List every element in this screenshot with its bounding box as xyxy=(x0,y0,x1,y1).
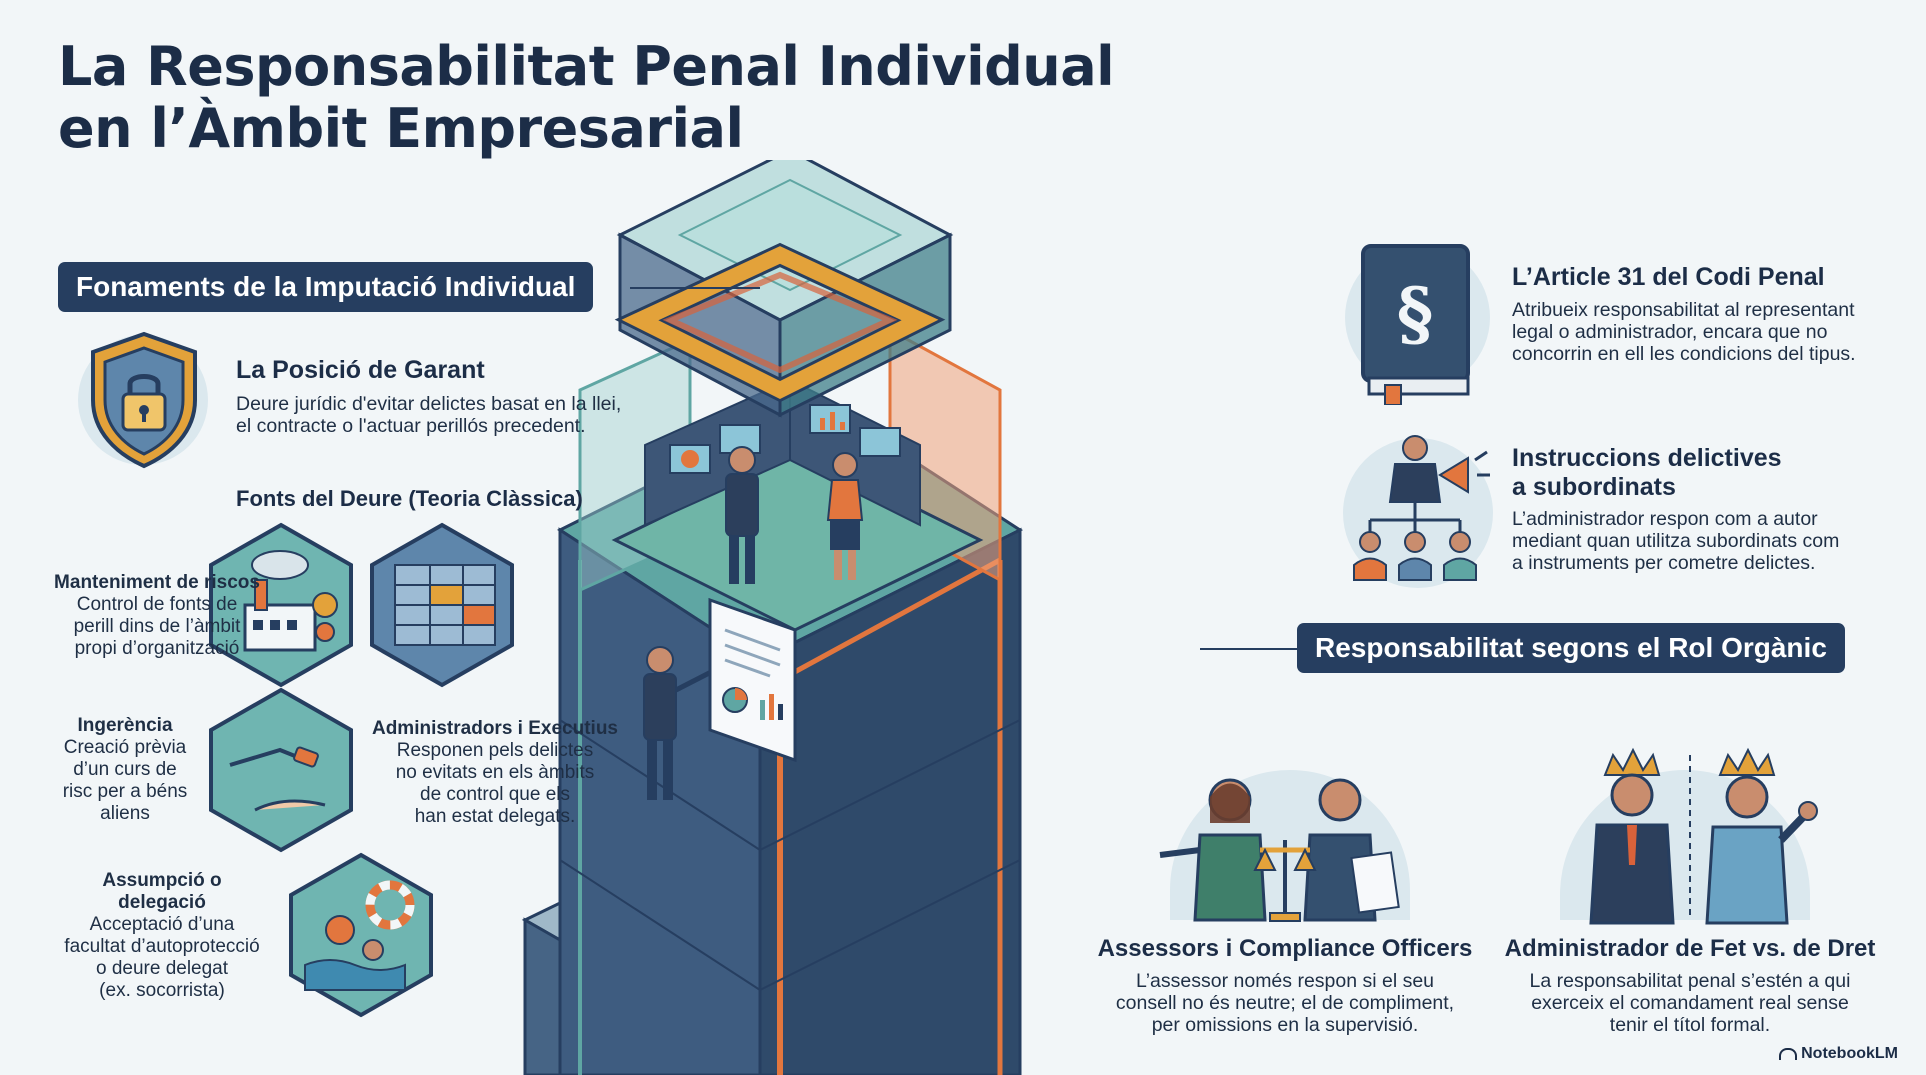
brand-logo-icon xyxy=(1779,1047,1798,1060)
defacto-illustration xyxy=(1589,747,1818,925)
woman-with-tablet xyxy=(826,452,864,580)
hexagon-cluster xyxy=(209,522,514,1018)
article-title: L’Article 31 del Codi Penal xyxy=(1512,263,1825,291)
hex-table xyxy=(370,522,514,688)
source-assumpcio: Assumpció o delegació Acceptació d’una f… xyxy=(64,870,260,1001)
brand-label: NotebookLM xyxy=(1779,1045,1898,1063)
instructions-title: Instruccions delictives a subordinats xyxy=(1512,444,1782,501)
garant-description: Deure jurídic d'evitar delictes basat en… xyxy=(236,393,622,437)
orange-ring xyxy=(614,242,946,403)
defacto-description: La responsabilitat penal s’estén a qui e… xyxy=(1529,970,1851,1036)
rol-organic-section-heading: Responsabilitat segons el Rol Orgànic xyxy=(1297,623,1845,673)
advisors-title: Assessors i Compliance Officers xyxy=(1097,935,1473,962)
advisors-description: L’assessor només respon si el seu consel… xyxy=(1115,970,1455,1036)
admins-executius: Administradors i Executius Responen pels… xyxy=(371,718,618,827)
source-manteniment: Manteniment de riscos Control de fonts d… xyxy=(54,572,260,659)
presenter xyxy=(643,646,717,800)
source-ingerencia: Ingerència Creació prèvia d’un curs de r… xyxy=(62,715,188,824)
left-connector-line xyxy=(630,287,760,289)
instructions-description: L’administrador respon com a autor media… xyxy=(1512,508,1840,574)
boss-megaphone-icon xyxy=(1353,435,1490,581)
presentation-board xyxy=(708,597,797,763)
hex-lifeguard xyxy=(289,852,433,1018)
garant-title: La Posició de Garant xyxy=(236,356,485,384)
defacto-title: Administrador de Fet vs. de Dret xyxy=(1504,935,1876,962)
fonaments-section-heading: Fonaments de la Imputació Individual xyxy=(58,262,594,312)
law-book-icon: § xyxy=(1361,244,1470,405)
title-line-2: en l’Àmbit Empresarial xyxy=(58,97,744,160)
shield-lock-icon xyxy=(91,331,197,469)
man-at-console xyxy=(725,446,759,584)
sources-title: Fonts del Deure (Teoria Clàssica) xyxy=(236,486,583,511)
title-line-1: La Responsabilitat Penal Individual xyxy=(58,35,1115,98)
hex-ingerencia xyxy=(209,687,353,853)
tower-illustration xyxy=(521,160,1024,1075)
control-consoles xyxy=(644,378,921,527)
article-description: Atribueix responsabilitat al representan… xyxy=(1512,299,1856,365)
section-sign: § xyxy=(1397,272,1434,355)
right-connector-line xyxy=(1200,648,1300,650)
page-title: La Responsabilitat Penal Individual en l… xyxy=(58,36,1208,160)
hex-factory xyxy=(209,522,353,688)
advisors-illustration xyxy=(1159,778,1400,922)
